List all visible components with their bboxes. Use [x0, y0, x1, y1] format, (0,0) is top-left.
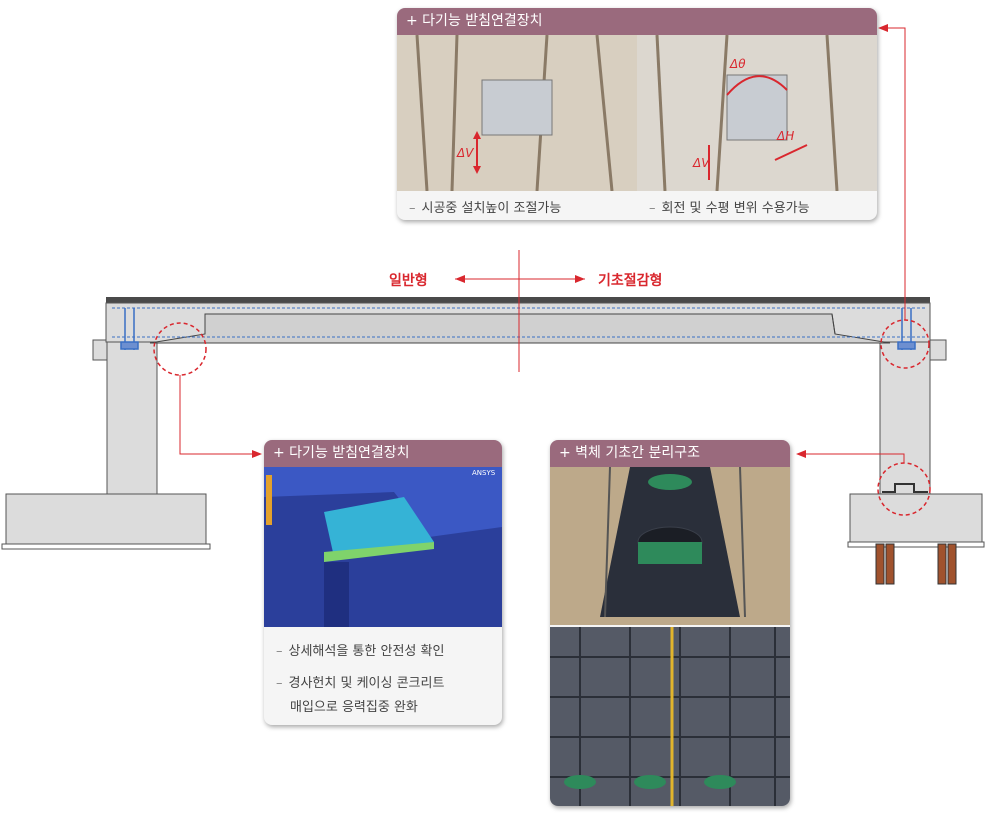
fea-analysis-image: ANSYS [264, 467, 502, 627]
bearing-photos: ΔV Δθ ΔV ΔH [397, 35, 877, 191]
analysis-panel: + 다기능 받침연결장치 ANSYS –상세해석을 통한 안전성 확인 –경사헌… [264, 440, 502, 725]
haunch-girder [149, 313, 891, 344]
right-bearing [897, 308, 916, 350]
top-panel-title: + 다기능 받침연결장치 [397, 8, 877, 35]
left-footing [5, 493, 207, 545]
left-direction-label: 일반형 [389, 273, 428, 289]
top-caption-right: 회전 및 수평 변위 수용가능 [661, 201, 810, 216]
top-caption-left: 시공중 설치높이 조절가능 [421, 201, 562, 216]
piles [875, 543, 957, 585]
separation-panel: + 벽체 기초간 분리구조 [550, 440, 790, 806]
deck-top [106, 297, 930, 303]
top-detail-panel: + 다기능 받침연결장치 ΔV Δθ ΔV ΔH –시공중 설치높이 조절가능 … [397, 8, 877, 220]
construction-photos [550, 467, 790, 806]
delta-theta-label: Δθ [729, 57, 746, 71]
left-panel-title: + 다기능 받침연결장치 [264, 440, 502, 467]
left-caption-1: 상세해석을 통한 안전성 확인 [288, 644, 445, 659]
left-caption-2: 경사헌치 및 케이싱 콘크리트 [288, 676, 445, 691]
right-footing [849, 493, 983, 543]
delta-h-label: ΔH [776, 129, 794, 143]
delta-v-right-label: ΔV [692, 156, 710, 170]
delta-v-left-label: ΔV [456, 146, 474, 160]
left-caption-3: 매입으로 응력집중 완화 [290, 700, 418, 715]
right-panel-title: + 벽체 기초간 분리구조 [550, 440, 790, 467]
left-detail-circle [153, 322, 207, 376]
ansys-tag: ANSYS [472, 469, 496, 477]
right-direction-label: 기초절감형 [598, 273, 663, 289]
left-bearing [120, 308, 139, 350]
